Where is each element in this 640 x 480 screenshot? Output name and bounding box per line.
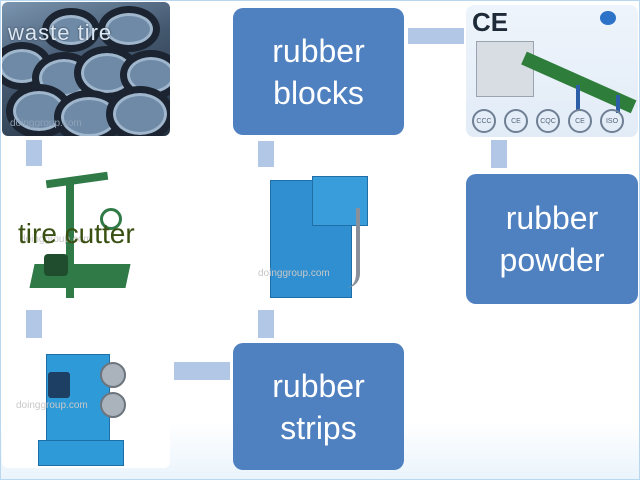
rubber-blocks-box: rubber blocks <box>233 8 404 135</box>
watermark: doinggroup.com <box>16 400 88 411</box>
connector <box>174 362 230 380</box>
cutter-arm <box>45 171 109 189</box>
conveyor-leg <box>616 95 620 113</box>
certification-icon: CE <box>504 109 528 133</box>
watermark: doinggroup.com <box>20 234 92 245</box>
strip-cutter-base <box>38 440 124 466</box>
watermark: doinggroup.com <box>258 268 330 279</box>
waste-tire-photo: waste tire doinggroup.com <box>2 2 170 136</box>
watermark: doinggroup.com <box>10 118 82 129</box>
rubber-powder-line1: rubber <box>505 200 599 236</box>
rubber-powder-box: rubber powder <box>466 174 638 304</box>
conveyor-leg <box>576 85 580 111</box>
connector <box>258 141 274 167</box>
certification-icon: CCC <box>472 109 496 133</box>
rubber-blocks-line2: blocks <box>273 74 364 111</box>
feed-pipe <box>346 208 360 288</box>
waste-tire-label: waste tire <box>8 20 113 45</box>
connector <box>26 310 42 338</box>
strip-cutter-wheel <box>100 362 126 388</box>
connector <box>408 28 464 44</box>
rubber-strips-line2: strips <box>280 409 357 446</box>
rubber-strips-box: rubber strips <box>233 343 404 470</box>
strip-cutter-body <box>46 354 110 452</box>
rubber-blocks-line1: rubber <box>272 32 365 69</box>
strip-cutter-photo: doinggroup.com <box>2 342 170 468</box>
tire-cutter-label: tire cutter <box>18 218 135 249</box>
strip-cutter-motor <box>48 372 70 398</box>
tire-cutter-photo: doinggroup.com <box>2 168 170 306</box>
rubber-block-machine-photo: doinggroup.com <box>252 168 382 306</box>
connector <box>491 140 507 168</box>
rubber-powder-line2: powder <box>499 242 605 278</box>
ce-mark: CE <box>472 7 509 37</box>
cutter-motor <box>44 254 68 276</box>
cutter-wheel <box>100 208 122 230</box>
rubber-strips-line1: rubber <box>272 367 365 404</box>
strip-cutter-wheel <box>100 392 126 418</box>
rubber-powder-machine-photo: CE CCC CE CQC CE ISO <box>466 5 638 137</box>
connector <box>258 310 274 338</box>
connector <box>26 140 42 166</box>
certification-icon: CE <box>568 109 592 133</box>
machine-cabinet <box>476 41 534 97</box>
certification-icon: CQC <box>536 109 560 133</box>
brand-logo-icon <box>600 11 616 25</box>
certification-icon: ISO <box>600 109 624 133</box>
cutter-column <box>66 178 74 298</box>
